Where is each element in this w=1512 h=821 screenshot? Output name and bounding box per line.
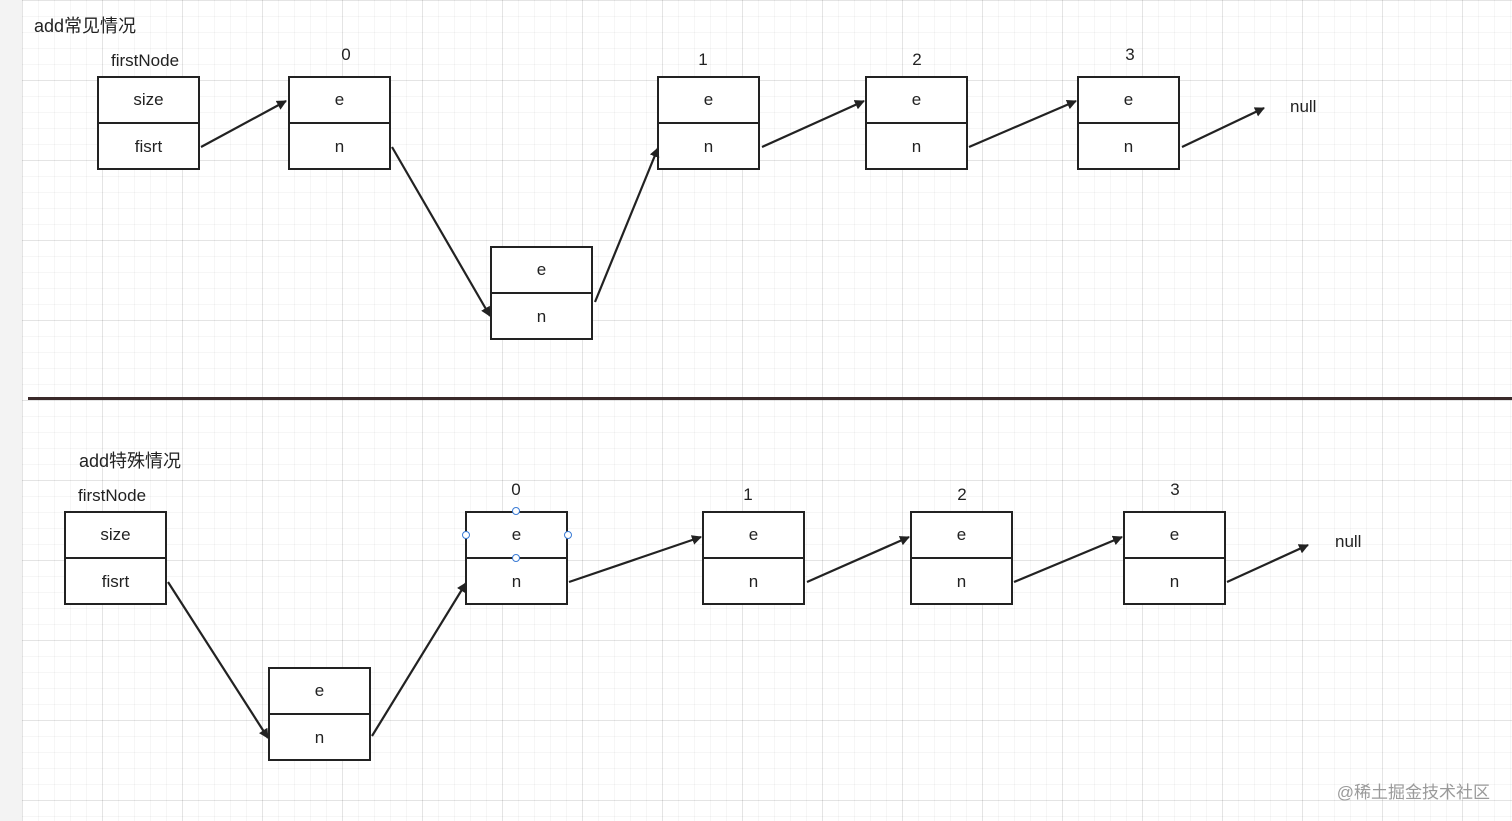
bottom-node-0-selected[interactable]: e n (465, 511, 568, 605)
top-node-2[interactable]: e n (865, 76, 968, 170)
top-index-2: 2 (912, 50, 922, 69)
arrow-bottom-head-to-new (167, 581, 269, 739)
top-node-0[interactable]: e n (288, 76, 391, 170)
arrow-top-new-to-node1 (593, 147, 660, 303)
left-margin (0, 0, 22, 821)
arrow-top-node2-to-node3 (968, 99, 1077, 149)
top-node-1[interactable]: e n (657, 76, 760, 170)
node-n-cell: n (911, 136, 922, 156)
arrow-bottom-node2-to-node3 (1013, 535, 1123, 584)
top-node-3[interactable]: e n (1077, 76, 1180, 170)
node-e-cell: e (270, 669, 369, 715)
node-n-cell: n (1123, 136, 1134, 156)
top-firstnode-label: firstNode (111, 51, 180, 70)
bottom-index-2: 2 (957, 485, 967, 504)
node-e-cell: e (1079, 78, 1178, 124)
arrow-bottom-node3-to-null (1226, 543, 1309, 584)
bottom-section-title: add特殊情况 (79, 451, 182, 471)
top-head-size-cell: size (99, 78, 198, 124)
bottom-null-label: null (1335, 532, 1362, 551)
node-n-cell: n (956, 571, 967, 591)
arrow-bottom-new-to-node0 (371, 582, 467, 737)
watermark: @稀土掘金技术社区 (1336, 783, 1490, 802)
top-head-node[interactable]: size fisrt (97, 76, 200, 170)
section-divider (28, 397, 1512, 400)
node-e-cell: e (867, 78, 966, 124)
top-section-title: add常见情况 (34, 16, 137, 36)
bottom-node-3[interactable]: e n (1123, 511, 1226, 605)
top-index-1: 1 (698, 50, 708, 69)
top-null-label: null (1290, 97, 1317, 116)
top-new-node[interactable]: e n (490, 246, 593, 340)
node-n-cell: n (314, 727, 325, 747)
bottom-new-node[interactable]: e n (268, 667, 371, 761)
selection-handle-right[interactable] (564, 531, 572, 539)
node-e-cell: e (1125, 513, 1224, 559)
top-head-first-cell: fisrt (134, 136, 163, 156)
node-e-cell: e (704, 513, 803, 559)
bottom-node-1[interactable]: e n (702, 511, 805, 605)
node-n-cell: n (536, 306, 547, 326)
node-e-cell: e (912, 513, 1011, 559)
bottom-index-1: 1 (743, 485, 753, 504)
bottom-node-2[interactable]: e n (910, 511, 1013, 605)
node-n-cell: n (334, 136, 345, 156)
bottom-firstnode-label: firstNode (78, 486, 147, 505)
arrow-top-head-to-node0 (200, 100, 287, 148)
selection-handle-bottom[interactable] (512, 554, 520, 562)
node-n-cell: n (1169, 571, 1180, 591)
top-index-0: 0 (341, 45, 351, 64)
bottom-index-0: 0 (511, 480, 521, 499)
arrow-top-node1-to-node2 (761, 99, 865, 149)
arrow-top-node3-to-null (1181, 107, 1265, 148)
node-n-cell: n (748, 571, 759, 591)
node-e-cell: e (659, 78, 758, 124)
top-index-3: 3 (1125, 45, 1135, 64)
node-n-cell: n (703, 136, 714, 156)
node-e-cell: e (290, 78, 389, 124)
bottom-head-node[interactable]: size fisrt (64, 511, 167, 605)
bottom-head-first-cell: fisrt (101, 571, 130, 591)
selection-handle-left[interactable] (462, 531, 470, 539)
bottom-head-size-cell: size (66, 513, 165, 559)
selection-handle-top[interactable] (512, 507, 520, 515)
arrow-bottom-node1-to-node2 (806, 535, 910, 584)
bottom-index-3: 3 (1170, 480, 1180, 499)
arrow-bottom-node0-to-node1 (568, 535, 702, 584)
arrow-top-node0-to-new (391, 146, 491, 317)
node-e-cell: e (492, 248, 591, 294)
node-n-cell: n (511, 571, 522, 591)
